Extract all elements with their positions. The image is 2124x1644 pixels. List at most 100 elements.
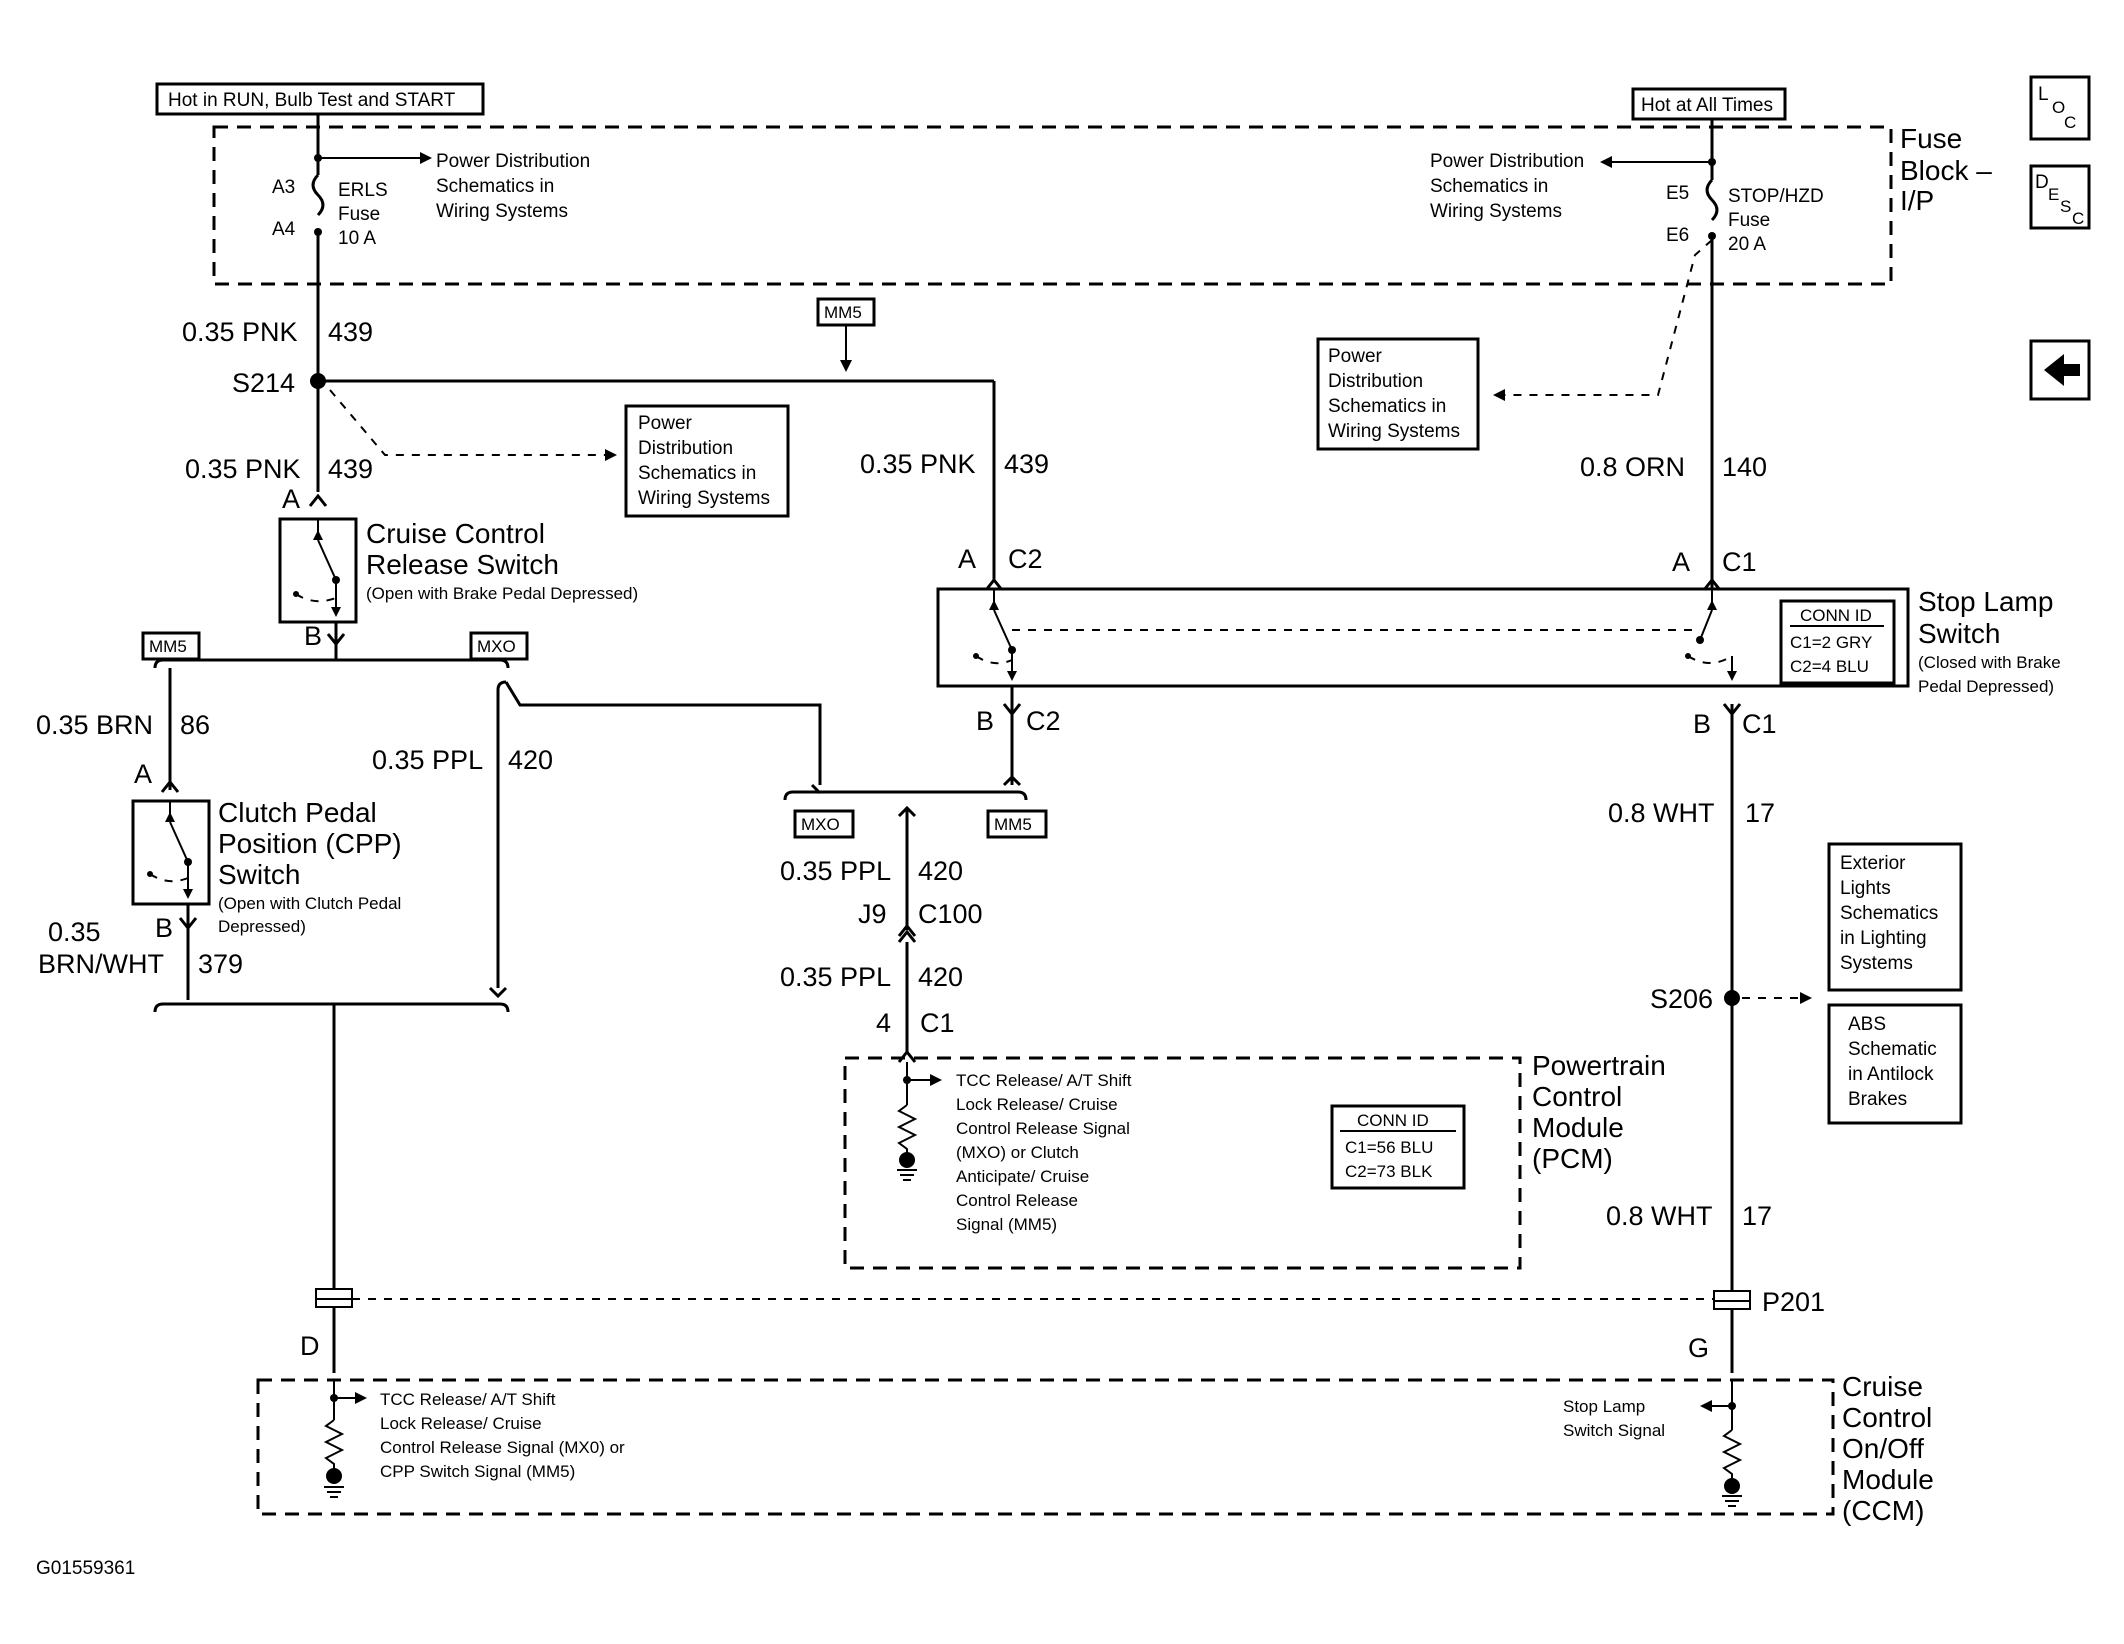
power-dist-ref-2: Power Distribution Schematics in Wiring … bbox=[1430, 151, 1584, 222]
svg-text:420: 420 bbox=[918, 962, 963, 992]
option-tag-mm5-top: MM5 bbox=[816, 297, 876, 372]
svg-text:0.35 PNK: 0.35 PNK bbox=[185, 454, 301, 484]
svg-text:CPP Switch Signal (MM5): CPP Switch Signal (MM5) bbox=[380, 1462, 575, 1481]
svg-text:Signal (MM5): Signal (MM5) bbox=[956, 1215, 1057, 1234]
svg-text:Release Switch: Release Switch bbox=[366, 549, 559, 580]
svg-text:Wiring Systems: Wiring Systems bbox=[1328, 421, 1460, 442]
loc-icon[interactable]: L O C bbox=[2029, 75, 2091, 141]
sls-pin-c2-bot: C2 bbox=[1026, 706, 1061, 736]
svg-text:Power Distribution: Power Distribution bbox=[436, 151, 590, 172]
wire-label-pnk-mid: 0.35 PNK 439 bbox=[185, 454, 373, 484]
back-arrow-icon[interactable] bbox=[2029, 339, 2091, 401]
ccm-title: Cruise Control On/Off Module (CCM) bbox=[1842, 1371, 1934, 1526]
svg-text:Switch Signal: Switch Signal bbox=[1563, 1421, 1665, 1440]
svg-text:On/Off: On/Off bbox=[1842, 1433, 1924, 1464]
svg-text:0.35: 0.35 bbox=[48, 917, 101, 947]
svg-text:CONN ID: CONN ID bbox=[1357, 1111, 1429, 1130]
svg-text:C2=73 BLK: C2=73 BLK bbox=[1345, 1162, 1433, 1181]
svg-text:ERLS: ERLS bbox=[338, 180, 388, 201]
splice-p201-label: P201 bbox=[1762, 1287, 1825, 1317]
svg-text:0.35 PPL: 0.35 PPL bbox=[780, 962, 891, 992]
erls-fuse: A3 A4 ERLS Fuse 10 A bbox=[272, 114, 388, 249]
sls-pin-a: A bbox=[958, 544, 976, 574]
svg-text:MM5: MM5 bbox=[994, 815, 1032, 834]
svg-text:Fuse: Fuse bbox=[1900, 123, 1962, 154]
svg-text:Anticipate/ Cruise: Anticipate/ Cruise bbox=[956, 1167, 1089, 1186]
splice-s214-label: S214 bbox=[232, 368, 295, 398]
sls-contacts-left bbox=[973, 590, 1017, 681]
svg-text:86: 86 bbox=[180, 710, 210, 740]
svg-text:17: 17 bbox=[1745, 798, 1775, 828]
wire-label-wht-1: 0.8 WHT 17 bbox=[1608, 798, 1775, 828]
svg-text:Schematics in: Schematics in bbox=[1430, 176, 1548, 197]
svg-text:CONN ID: CONN ID bbox=[1800, 606, 1872, 625]
svg-text:Stop Lamp: Stop Lamp bbox=[1918, 586, 2053, 617]
pcm-conn-id: CONN ID C1=56 BLU C2=73 BLK bbox=[1330, 1104, 1466, 1190]
svg-text:0.35 BRN: 0.35 BRN bbox=[36, 710, 153, 740]
abs-ref: ABS Schematic in Antilock Brakes bbox=[1827, 1003, 1963, 1125]
desc-icon[interactable]: D E S C bbox=[2029, 164, 2091, 230]
svg-text:C: C bbox=[2072, 209, 2084, 228]
cpp-switch-contacts bbox=[147, 802, 193, 899]
power-dist-ref-4: Power Distribution Schematics in Wiring … bbox=[1316, 337, 1480, 451]
fuse-block-title: Fuse Block – I/P bbox=[1900, 123, 1992, 216]
pcm-pin-c1: C1 bbox=[920, 1008, 955, 1038]
option-tag-mxo-left: MXO bbox=[469, 631, 529, 661]
svg-text:Lights: Lights bbox=[1840, 878, 1891, 899]
svg-text:0.35 PPL: 0.35 PPL bbox=[780, 856, 891, 886]
power-dist-ref-1: Power Distribution Schematics in Wiring … bbox=[436, 151, 590, 222]
svg-text:0.8 WHT: 0.8 WHT bbox=[1608, 798, 1715, 828]
svg-text:Lock Release/ Cruise: Lock Release/ Cruise bbox=[956, 1095, 1118, 1114]
pcm-pin-4: 4 bbox=[876, 1008, 891, 1038]
ccm-boundary bbox=[256, 1378, 1835, 1516]
sls-contacts-right bbox=[1685, 590, 1737, 681]
svg-text:C1=56 BLU: C1=56 BLU bbox=[1345, 1138, 1433, 1157]
splice-s206-dot bbox=[1724, 990, 1740, 1006]
svg-text:Fuse: Fuse bbox=[338, 204, 380, 225]
wire-label-orn: 0.8 ORN 140 bbox=[1580, 452, 1767, 482]
svg-text:E: E bbox=[2048, 185, 2059, 204]
source-right: Hot at All Times bbox=[1631, 87, 1787, 121]
svg-text:439: 439 bbox=[328, 454, 373, 484]
sls-pin-b: B bbox=[976, 706, 994, 736]
sls-conn-id: CONN ID C1=2 GRY C2=4 BLU bbox=[1779, 599, 1896, 685]
svg-text:C: C bbox=[2064, 113, 2076, 132]
svg-text:0.35 PNK: 0.35 PNK bbox=[182, 317, 298, 347]
svg-text:0.35 PNK: 0.35 PNK bbox=[860, 449, 976, 479]
svg-text:Powertrain: Powertrain bbox=[1532, 1050, 1666, 1081]
svg-text:Schematics in: Schematics in bbox=[1328, 396, 1446, 417]
ccm-pin-g: G bbox=[1688, 1333, 1709, 1363]
svg-text:in Antilock: in Antilock bbox=[1848, 1064, 1934, 1085]
ccrs-title: Cruise Control Release Switch (Open with… bbox=[366, 518, 638, 603]
figure-id: G01559361 bbox=[36, 1558, 135, 1579]
svg-text:TCC Release/ A/T Shift: TCC Release/ A/T Shift bbox=[956, 1071, 1132, 1090]
ccm-pin-d: D bbox=[300, 1331, 320, 1361]
cpp-pin-b: B bbox=[155, 913, 173, 943]
source-left: Hot in RUN, Bulb Test and START bbox=[155, 82, 485, 116]
svg-text:O: O bbox=[2052, 98, 2065, 117]
svg-text:STOP/HZD: STOP/HZD bbox=[1728, 186, 1824, 207]
svg-text:Distribution: Distribution bbox=[638, 438, 733, 459]
svg-text:TCC Release/ A/T Shift: TCC Release/ A/T Shift bbox=[380, 1390, 556, 1409]
wire-label-ppl-1: 0.35 PPL 420 bbox=[780, 856, 963, 886]
svg-text:Block –: Block – bbox=[1900, 155, 1992, 186]
ccrs-switch-contacts bbox=[293, 520, 341, 617]
pcm-boundary bbox=[843, 1056, 1522, 1270]
pin-j9: J9 bbox=[858, 899, 887, 929]
svg-text:(PCM): (PCM) bbox=[1532, 1143, 1613, 1174]
svg-text:(Open with Brake Pedal Depress: (Open with Brake Pedal Depressed) bbox=[366, 584, 638, 603]
svg-text:Systems: Systems bbox=[1840, 953, 1913, 974]
svg-text:Power: Power bbox=[638, 413, 693, 434]
svg-text:Wiring Systems: Wiring Systems bbox=[638, 488, 770, 509]
ccrs-pin-b: B bbox=[304, 621, 322, 651]
svg-text:Control: Control bbox=[1532, 1081, 1622, 1112]
svg-text:0.35 PPL: 0.35 PPL bbox=[372, 745, 483, 775]
svg-text:L: L bbox=[2038, 84, 2049, 105]
svg-text:BRN/WHT: BRN/WHT bbox=[38, 949, 164, 979]
svg-text:140: 140 bbox=[1722, 452, 1767, 482]
svg-text:439: 439 bbox=[328, 317, 373, 347]
sls-pin-c1-bot: C1 bbox=[1742, 709, 1777, 739]
cpp-pin-a: A bbox=[134, 759, 152, 789]
svg-text:0.8 ORN: 0.8 ORN bbox=[1580, 452, 1685, 482]
